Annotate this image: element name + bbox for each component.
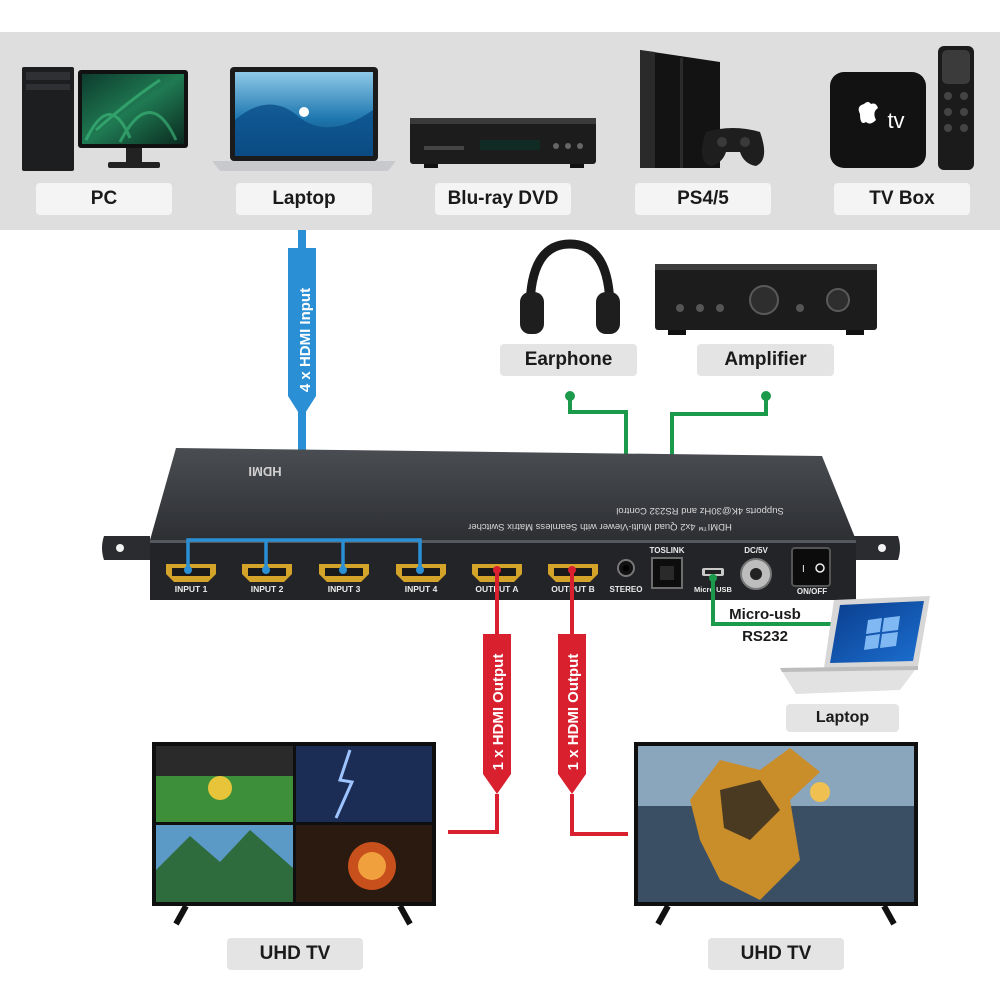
laptop-source-icon — [212, 67, 396, 171]
label-toslink: TOSLINK — [650, 546, 685, 555]
bluray-player-icon — [410, 118, 596, 168]
input-cable — [288, 230, 316, 540]
label-input-1: INPUT 1 — [175, 584, 208, 594]
rs232-label: RS232 — [742, 628, 788, 645]
control-laptop-icon — [780, 596, 930, 694]
label-input-3: INPUT 3 — [328, 584, 361, 594]
tv-box-brand: tv — [887, 108, 904, 133]
rs232-cable — [711, 578, 832, 626]
amplifier-connector — [761, 391, 771, 401]
output-cable-a — [448, 566, 511, 834]
stereo-jack[interactable] — [617, 559, 635, 577]
amplifier-icon — [655, 264, 877, 335]
label-tv-right: UHD TV — [708, 938, 844, 970]
label-stereo: STEREO — [610, 585, 643, 594]
dc-power-jack[interactable] — [740, 558, 772, 590]
label-amplifier: Amplifier — [697, 344, 834, 376]
tv-right-icon — [634, 742, 918, 926]
device-title: HDMI™ 4x2 Quad Multi-Viewer with Seamles… — [468, 521, 732, 532]
pc-icon — [22, 67, 188, 171]
label-onoff: ON/OFF — [797, 587, 827, 596]
input-cable-label: 4 x HDMI Input — [297, 288, 314, 392]
label-pc: PC — [36, 183, 172, 215]
output-cable-b — [558, 566, 628, 836]
label-control-laptop: Laptop — [786, 704, 899, 732]
output-cable-a-label: 1 x HDMI Output — [490, 654, 507, 771]
label-laptop-source: Laptop — [236, 183, 372, 215]
headphones-icon — [520, 239, 620, 334]
label-tvbox: TV Box — [834, 183, 970, 215]
output-cable-b-label: 1 x HDMI Output — [565, 654, 582, 771]
label-input-2: INPUT 2 — [251, 584, 284, 594]
label-tv-left: UHD TV — [227, 938, 363, 970]
label-dc: DC/5V — [744, 546, 768, 555]
label-bluray: Blu-ray DVD — [435, 183, 571, 215]
input-cable-branches — [186, 538, 422, 570]
power-switch[interactable]: I — [791, 547, 831, 587]
tv-left-icon — [152, 742, 436, 926]
device-subtitle: Supports 4K@30Hz and RS232 Control — [616, 505, 784, 516]
micro-usb-port[interactable] — [702, 568, 724, 576]
toslink-port[interactable] — [651, 557, 683, 589]
micro-usb-label: Micro-usb — [729, 606, 801, 623]
earphone-connector — [565, 391, 575, 401]
label-ps: PS4/5 — [635, 183, 771, 215]
hdmi-input-port-1[interactable] — [166, 564, 216, 582]
label-earphone: Earphone — [500, 344, 637, 376]
device-brand: HDMI — [248, 464, 281, 479]
label-input-4: INPUT 4 — [405, 584, 438, 594]
playstation-icon — [640, 50, 765, 168]
tv-box-icon: tv — [830, 46, 974, 170]
svg-text:I: I — [802, 564, 805, 575]
